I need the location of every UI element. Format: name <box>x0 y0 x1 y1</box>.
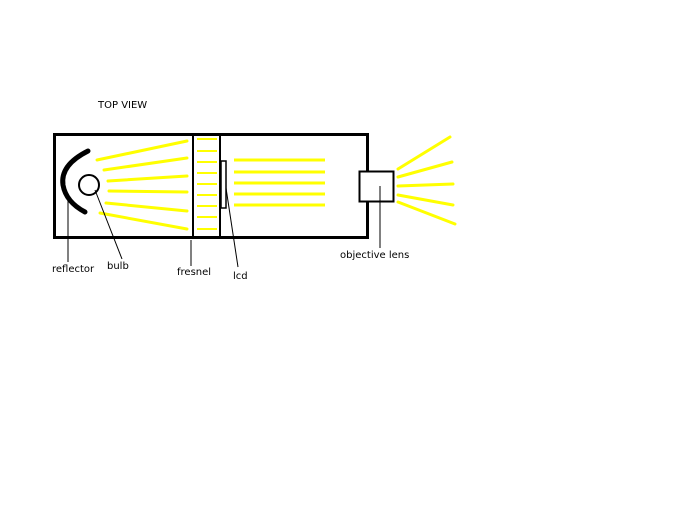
objective-lens <box>358 170 395 203</box>
bulb-label: bulb <box>107 261 129 272</box>
lcd-label: lcd <box>233 271 248 282</box>
diagram-title: TOP VIEW <box>98 100 148 111</box>
bulb <box>78 174 100 196</box>
bulb-leader <box>94 189 123 260</box>
parallel-light-rays <box>234 158 325 207</box>
objective-lens-label: objective lens <box>340 250 410 261</box>
fresnel-label: fresnel <box>177 267 212 278</box>
output-light-rays <box>396 135 457 226</box>
reflector <box>60 148 91 215</box>
lcd-leader <box>225 187 239 268</box>
leader-lines <box>67 186 381 268</box>
reflector-label: reflector <box>52 264 95 275</box>
bulb-light-rays <box>95 139 189 231</box>
lcd-panel <box>220 160 227 209</box>
fresnel-light-bands <box>197 138 217 230</box>
projector-housing <box>53 133 369 239</box>
